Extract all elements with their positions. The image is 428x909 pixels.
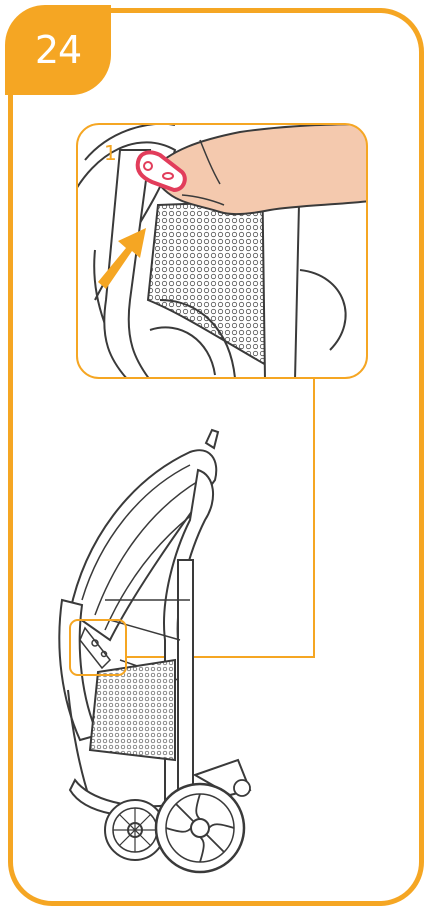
step-badge: 24 [5, 5, 111, 95]
folded-stroller [58, 428, 252, 874]
folded-mesh-basket [88, 658, 176, 762]
detail-zoom [77, 124, 367, 378]
rear-wheel-left [104, 799, 166, 861]
step-frame [8, 8, 424, 906]
detail-zoom-border [76, 123, 368, 379]
callout-marker: 1 [104, 141, 117, 165]
step-number: 24 [34, 28, 82, 72]
hand [148, 124, 367, 216]
front-wheel-right [154, 782, 246, 874]
hinge-callout-box [69, 619, 127, 676]
up-right-arrow-icon [98, 228, 146, 289]
